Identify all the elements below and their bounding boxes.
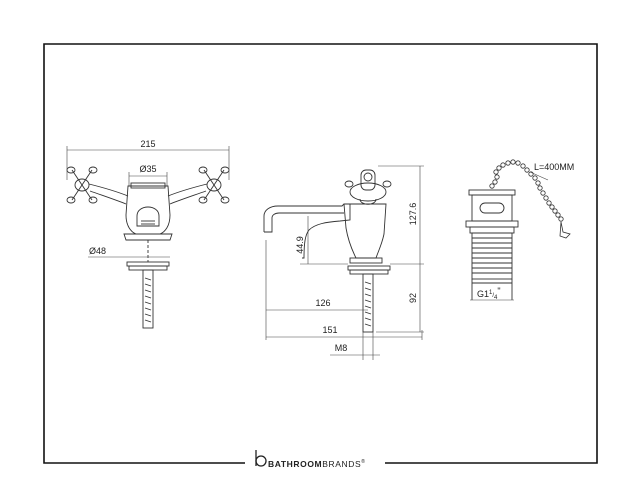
- dim-spout-diameter: Ø35: [139, 164, 156, 174]
- dim-spout-reach: 126: [315, 298, 330, 308]
- drawing-frame: [43, 43, 598, 464]
- waste-view: [465, 189, 519, 300]
- dim-thread: M8: [335, 343, 348, 353]
- dim-waste-thread-suffix: ": [497, 286, 500, 296]
- dim-waste-thread-den: 4: [494, 295, 498, 301]
- brand-trademark: ®: [361, 458, 365, 465]
- brand-name-bold: BATHROOM: [268, 459, 322, 469]
- dim-base-diameter: Ø48: [89, 246, 106, 256]
- brand-b-icon: [255, 450, 267, 467]
- dim-chain-length: L=400MM: [534, 162, 574, 172]
- dim-overall-width: 215: [140, 139, 155, 149]
- brand-name-regular: BRANDS: [322, 459, 361, 469]
- svg-text:BATHROOMBRANDS®: BATHROOMBRANDS®: [268, 458, 366, 469]
- spout-outlet: [136, 206, 160, 227]
- side-view: [263, 169, 392, 333]
- dim-overall-depth: 151: [322, 325, 337, 335]
- waste-plug: [468, 189, 516, 196]
- dim-waste-thread-prefix: G1: [477, 289, 489, 299]
- dim-spout-height: 44.9: [295, 236, 305, 254]
- brand-logo: BATHROOMBRANDS®: [255, 450, 366, 469]
- side-cross-handle: [344, 169, 392, 205]
- waste-body: [471, 232, 513, 280]
- side-view-dimensions: [265, 165, 424, 360]
- left-cross-handle: [66, 166, 98, 204]
- chain-stay: [559, 221, 571, 239]
- dim-overall-height: 127.6: [408, 203, 418, 226]
- svg-text:G11/4": G11/4": [477, 286, 501, 301]
- dim-waste-thread: G11/4": [477, 286, 501, 301]
- spout: [263, 203, 351, 259]
- front-view-dimensions: [66, 146, 230, 258]
- ball-chain: [489, 159, 571, 239]
- dim-shank-length: 92: [408, 293, 418, 303]
- tap-body: [125, 185, 171, 235]
- dim-waste-thread-num: 1: [489, 290, 493, 296]
- front-view: [66, 166, 230, 329]
- waste-view-dimensions: [470, 171, 549, 301]
